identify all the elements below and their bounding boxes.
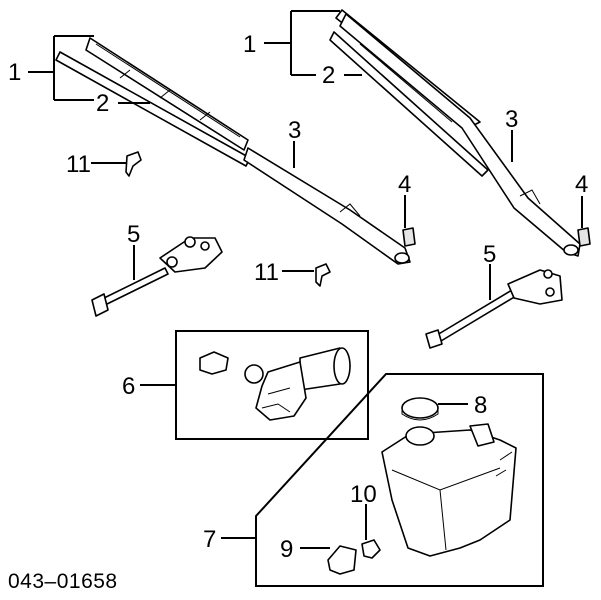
callout-reservoir-cap: 8 <box>474 392 487 419</box>
left-linkage <box>91 236 223 317</box>
diagram-code: 043–01658 <box>8 570 118 593</box>
right-wiper-arm <box>339 13 581 257</box>
callout-left-cap: 4 <box>398 171 411 198</box>
callout-right-arm: 3 <box>505 106 518 133</box>
center-nozzle-part <box>315 263 331 287</box>
callout-washer-group: 7 <box>203 526 216 553</box>
callout-pump-grommet: 10 <box>350 481 377 508</box>
washer-reservoir <box>381 423 517 557</box>
wiper-motor <box>199 347 351 421</box>
right-linkage <box>425 269 563 349</box>
left-wiper-arm <box>243 147 411 265</box>
left-cap <box>402 227 416 247</box>
callout-right-arm-assembly: 1 <box>243 31 256 58</box>
left-wiper-blade <box>55 37 251 167</box>
washer-group-box <box>255 373 544 587</box>
callout-left-linkage: 5 <box>127 221 140 248</box>
reservoir-cap-part <box>401 397 439 421</box>
pump-grommet-part <box>361 539 381 559</box>
callout-left-arm: 3 <box>288 117 301 144</box>
right-cap <box>577 227 591 247</box>
left-nozzle-part <box>125 151 142 177</box>
callout-center-nozzle: 11 <box>254 259 279 286</box>
callout-right-blade: 2 <box>322 62 335 89</box>
callout-left-blade: 2 <box>96 90 109 117</box>
callout-left-arm-assembly: 1 <box>8 59 21 86</box>
callout-motor-group: 6 <box>122 373 135 400</box>
callout-right-cap: 4 <box>575 171 588 198</box>
callout-right-linkage: 5 <box>483 241 496 268</box>
washer-pump-part <box>327 545 357 575</box>
callout-left-nozzle: 11 <box>66 151 91 178</box>
callout-washer-pump: 9 <box>280 536 293 563</box>
leader-lines <box>28 10 583 549</box>
